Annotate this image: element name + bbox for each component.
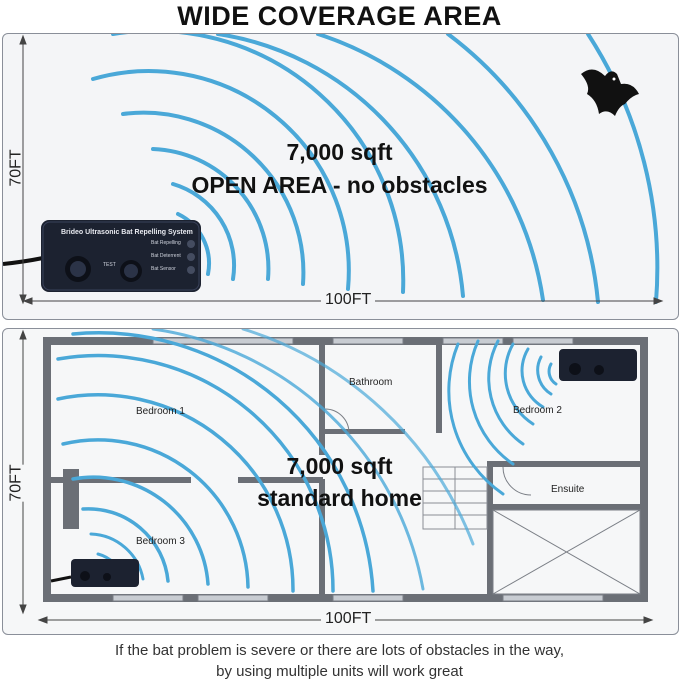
open-area-panel: Brideo Ultrasonic Bat Repelling System B… [2, 33, 679, 320]
top-subtitle-text: OPEN AREA - no obstacles [191, 172, 488, 198]
device-test-label: TEST [103, 262, 116, 268]
floorplan [19, 329, 654, 624]
repeller-device [41, 220, 201, 292]
repeller-device-bedroom2 [559, 349, 637, 381]
top-width-label: 100FT [321, 291, 376, 309]
device-brand-text: Brideo Ultrasonic Bat Repelling System [61, 229, 193, 236]
device-label-1: Bat Repelling [151, 240, 181, 246]
footer-line-2: by using multiple units will work great [216, 663, 463, 680]
bottom-subtitle-text: standard home [257, 485, 422, 511]
room-label-bathroom: Bathroom [349, 377, 393, 388]
open-area-waves [3, 34, 664, 305]
footer-line-1: If the bat problem is severe or there ar… [114, 642, 565, 659]
repeller-device-bedroom3 [50, 559, 139, 587]
top-area-text: 7,000 sqft [286, 139, 393, 165]
bottom-area-text: 7,000 sqft [286, 453, 393, 479]
wave-arcs [91, 34, 660, 304]
device-label-3: Bat Sensor [151, 266, 176, 272]
room-label-bedroom2: Bedroom 2 [513, 405, 562, 416]
house-wave-arcs [56, 329, 475, 593]
device-label-2: Bat Deterrent [151, 253, 181, 259]
bottom-width-label: 100FT [321, 610, 376, 628]
home-floorplan-panel: Bedroom 1 Bathroom Bedroom 2 Ensuite Bed… [2, 328, 679, 635]
room-label-bedroom1: Bedroom 1 [136, 406, 185, 417]
room-label-bedroom3: Bedroom 3 [136, 536, 185, 547]
footer-note: If the bat problem is severe or there ar… [0, 640, 679, 682]
bat-icon [581, 69, 639, 116]
bedroom2-wave-arcs [447, 339, 558, 496]
page-title: WIDE COVERAGE AREA [177, 1, 502, 31]
room-label-ensuite: Ensuite [551, 484, 585, 495]
